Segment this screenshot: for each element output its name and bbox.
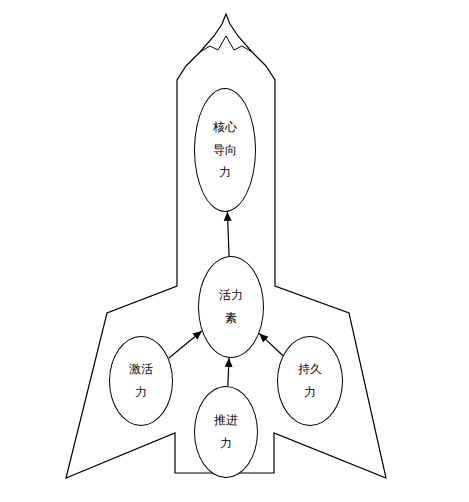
node-label: 活力素 (218, 284, 244, 330)
force-ellipse: 持久力 (277, 336, 343, 426)
core-ellipse: 核心导向力 (194, 88, 256, 212)
arrow-connector (228, 358, 229, 386)
arrow-connector (259, 333, 283, 355)
force-ellipse: 激活力 (109, 336, 173, 426)
node-label: 激活力 (128, 358, 154, 404)
force-ellipse: 活力素 (198, 256, 264, 358)
node-label: 核心导向力 (212, 116, 238, 184)
rocket-tip-line (200, 36, 252, 52)
node-label: 持久力 (297, 358, 323, 404)
arrow-connector (227, 212, 229, 256)
node-label: 推进力 (213, 409, 239, 455)
rocket-body (66, 14, 386, 478)
arrow-connector (169, 331, 202, 358)
force-ellipse: 推进力 (194, 386, 258, 478)
